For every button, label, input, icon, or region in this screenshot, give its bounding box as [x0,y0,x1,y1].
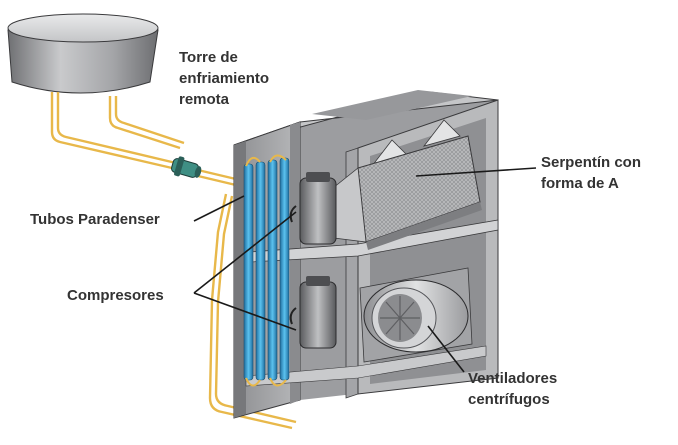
compressors [289,172,337,349]
label-compressors: Compresores [67,287,164,304]
label-centrifugal-fans-line-2: centrífugos [468,391,550,408]
leader-line-tubos [193,195,245,222]
paradenser-tubes [243,154,290,387]
leader-line-compresor-inferior [193,292,297,331]
leader-line-compresor-superior [193,211,297,294]
label-cooling-tower: Torre de enfriamiento remota [179,47,269,110]
cooling-tower [7,13,159,94]
pipe-valve [171,156,202,178]
label-centrifugal-fans-line-1: Ventiladores [468,370,558,387]
label-cooling-tower-line-1: Torre de [179,49,238,66]
label-centrifugal-fans: Ventiladores centrífugos [468,368,557,410]
leader-line-ventiladores [427,325,465,373]
label-a-coil-line-2: forma de A [541,175,619,192]
centrifugal-fan [359,267,473,363]
label-a-coil: Serpentín con forma de A [541,152,641,194]
label-a-coil-line-1: Serpentín con [541,154,642,171]
label-cooling-tower-line-3: remota [179,91,230,108]
label-paradenser-tubes: Tubos Paradenser [30,211,160,228]
label-cooling-tower-line-2: enfriamiento [179,70,270,87]
leader-lines [193,167,537,373]
leader-line-serpentin [415,167,537,177]
